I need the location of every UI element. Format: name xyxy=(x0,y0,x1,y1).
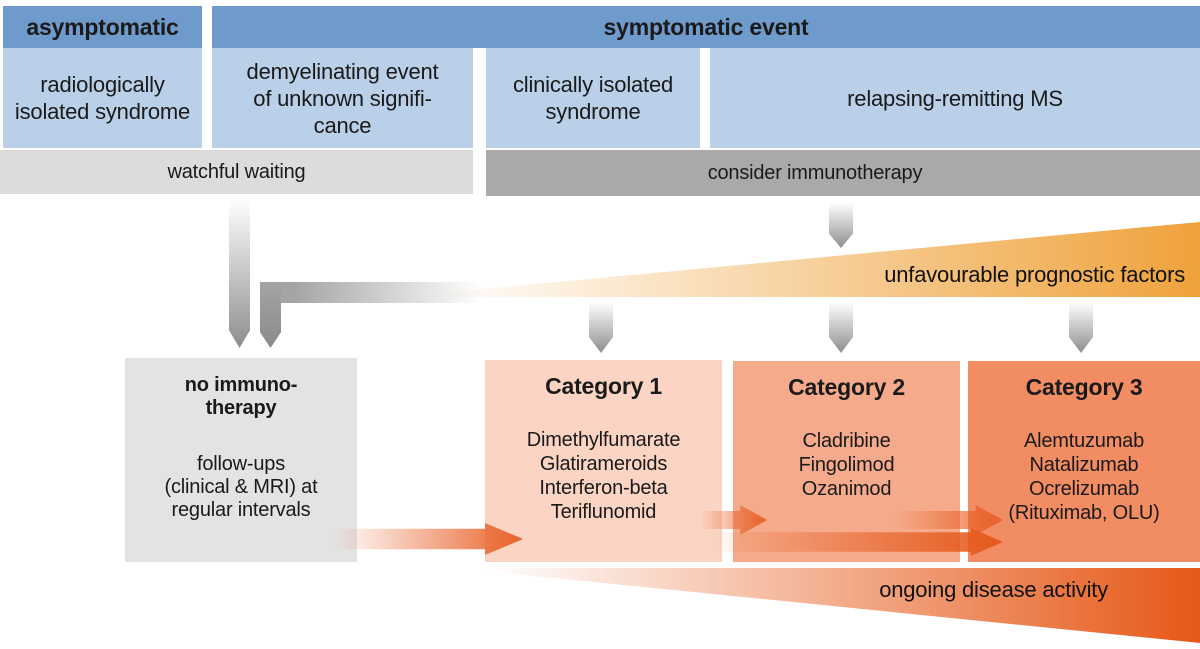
drug-name: Dimethylfumarate xyxy=(526,429,681,451)
down-arrow-category-2 xyxy=(829,303,853,353)
stage-line: isolated syndrome xyxy=(14,99,191,124)
category-1-box: Category 1 Dimethylfumarate Glatirameroi… xyxy=(485,360,722,562)
category-1-title: Category 1 xyxy=(545,373,662,399)
down-arrow-category-1 xyxy=(589,303,613,353)
drug-name: (Rituximab, OLU) xyxy=(1008,502,1160,524)
category-2-title: Category 2 xyxy=(788,374,905,400)
stage-line: syndrome xyxy=(545,99,641,124)
no-therapy-title-line: no immuno- xyxy=(184,374,298,396)
down-arrow-consider-immunotherapy xyxy=(829,203,853,248)
elbow-arrow-horizontal xyxy=(260,282,482,303)
drug-name: Teriflunomid xyxy=(550,501,657,523)
no-therapy-title-line: therapy xyxy=(205,397,277,419)
drug-name: Ozanimod xyxy=(801,478,892,500)
no-immunotherapy-box: no immuno- therapy follow-ups (clinical … xyxy=(125,358,357,562)
header-symptomatic-event: symptomatic event xyxy=(212,6,1200,48)
stage-line: radiologically xyxy=(40,72,165,97)
category-3-box: Category 3 Alemtuzumab Natalizumab Ocrel… xyxy=(968,361,1200,562)
no-therapy-body-line: (clinical & MRI) at xyxy=(164,476,318,498)
down-arrow-watchful-to-no-therapy xyxy=(229,200,250,348)
stage-radiologically-isolated-syndrome: radiologically isolated syndrome xyxy=(3,48,202,148)
drug-name: Cladribine xyxy=(802,430,891,452)
right-arrow-no-therapy-to-category-1 xyxy=(333,523,523,555)
disease-activity-label: ongoing disease activity xyxy=(879,577,1108,602)
stage-demyelinating-event: demyelinating event of unknown signifi- … xyxy=(212,48,473,148)
bar-consider-label: consider immunotherapy xyxy=(707,161,923,184)
drug-name: Interferon-beta xyxy=(539,477,668,499)
stage-clinically-isolated-syndrome: clinically isolated syndrome xyxy=(486,48,700,148)
no-therapy-body-line: regular intervals xyxy=(171,499,311,521)
down-arrow-category-3 xyxy=(1069,303,1093,353)
right-arrow-category-1-to-3-long xyxy=(710,528,1003,556)
stage-line: demyelinating event xyxy=(246,58,439,84)
stage-line: relapsing-remitting MS xyxy=(847,85,1063,111)
stage-relapsing-remitting-ms: relapsing-remitting MS xyxy=(710,48,1200,148)
header-asymptomatic: asymptomatic xyxy=(3,6,202,48)
drug-name: Natalizumab xyxy=(1029,454,1139,476)
category-3-title: Category 3 xyxy=(1025,374,1143,400)
bar-watchful-waiting: watchful waiting xyxy=(0,150,473,194)
drug-name: Ocrelizumab xyxy=(1028,478,1140,500)
drug-name: Alemtuzumab xyxy=(1023,430,1145,452)
category-2-box: Category 2 Cladribine Fingolimod Ozanimo… xyxy=(733,361,960,562)
elbow-arrow-down-tip xyxy=(260,282,281,348)
drug-name: Fingolimod xyxy=(798,454,895,476)
stage-line: clinically isolated xyxy=(512,72,674,97)
prognostic-factors-label: unfavourable prognostic factors xyxy=(884,262,1185,287)
drug-name: Glatirameroids xyxy=(539,453,668,475)
bar-consider-immunotherapy: consider immunotherapy xyxy=(486,150,1200,196)
no-therapy-body-line: follow-ups xyxy=(196,453,286,475)
stage-line: cance xyxy=(313,112,372,138)
stage-line: of unknown signifi- xyxy=(253,85,432,111)
